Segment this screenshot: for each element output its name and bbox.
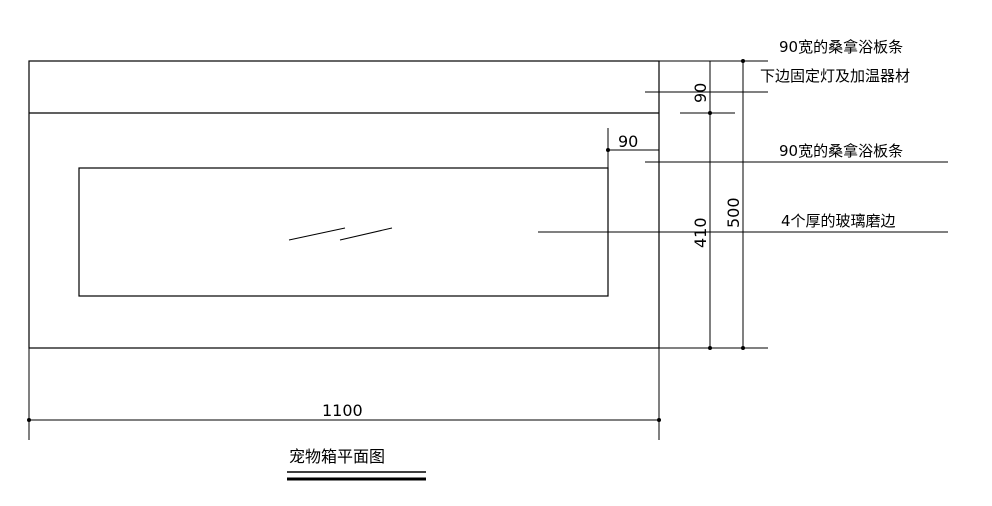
- drawing-title: 宠物箱平面图: [289, 447, 385, 466]
- note-glass: 4个厚的玻璃磨边: [781, 212, 896, 230]
- dim-tick: [741, 59, 745, 63]
- note-side-strip: 90宽的桑拿浴板条: [779, 142, 903, 160]
- dim-side-90-label: 90: [618, 132, 638, 151]
- note-top-strip-2: 下边固定灯及加温器材: [760, 67, 910, 85]
- glass-panel: [78, 167, 609, 297]
- glass-mark-1: [288, 227, 346, 241]
- dim-tick: [657, 418, 661, 422]
- dim-tick: [27, 418, 31, 422]
- dim-410-label: 410: [691, 217, 710, 248]
- dim-width-label: 1100: [322, 401, 363, 420]
- dim-tick: [606, 148, 610, 152]
- dim-top-90-label: 90: [691, 83, 710, 103]
- dim-500-label: 500: [724, 197, 743, 228]
- dim-tick: [708, 111, 712, 115]
- outer-box: [28, 60, 660, 349]
- note-top-strip-1: 90宽的桑拿浴板条: [779, 38, 903, 56]
- dim-tick: [741, 346, 745, 350]
- dim-tick: [708, 346, 712, 350]
- glass-mark-2: [339, 227, 393, 241]
